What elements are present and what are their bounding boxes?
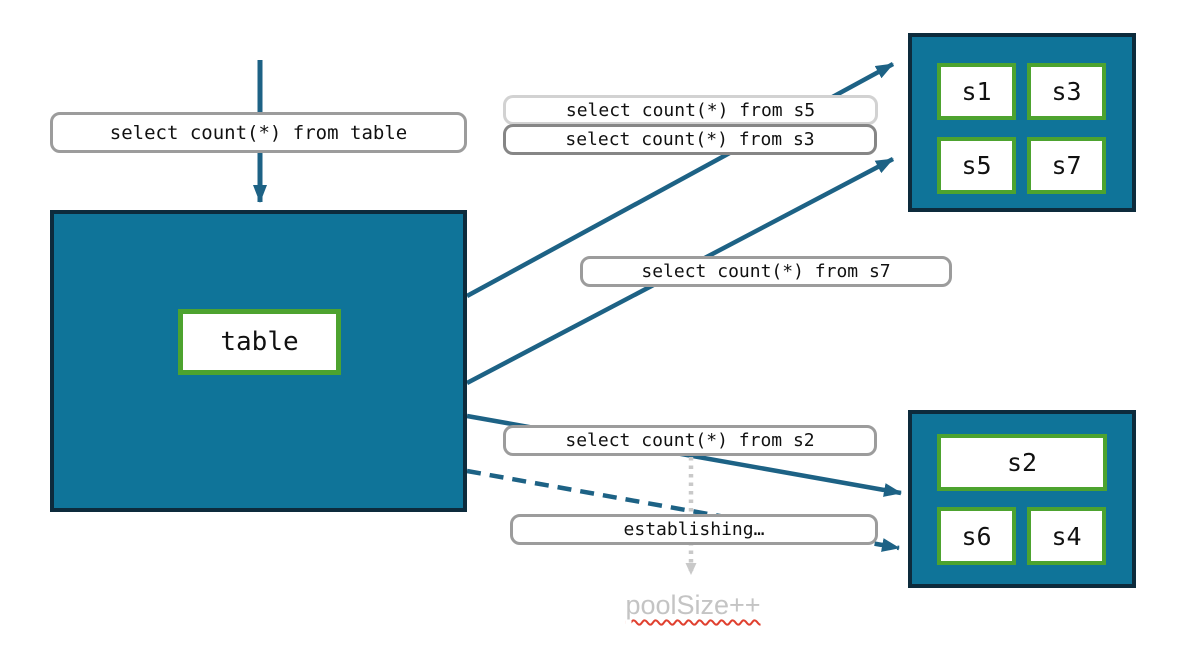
shard-s7-label: s7 xyxy=(1051,151,1082,180)
shard-s2-label: s2 xyxy=(1006,448,1038,477)
query-text-from-s2: select count(*) from s2 xyxy=(565,430,815,451)
shard-group-bottom: s2 s6 s4 xyxy=(908,410,1136,588)
status-label-establishing: establishing… xyxy=(510,514,878,545)
shard-s1: s1 xyxy=(937,63,1016,120)
table-label-text: table xyxy=(220,327,299,357)
query-label-from-s5: select count(*) from s5 xyxy=(503,95,878,125)
shard-group-top: s1 s3 s5 s7 xyxy=(908,33,1136,212)
shard-s7: s7 xyxy=(1027,137,1106,194)
shard-s6: s6 xyxy=(937,507,1016,565)
shard-s4: s4 xyxy=(1027,507,1106,565)
shard-s1-label: s1 xyxy=(961,77,992,106)
query-text-from-table: select count(*) from table xyxy=(109,121,408,144)
shard-s5: s5 xyxy=(937,137,1016,194)
shard-s6-label: s6 xyxy=(961,521,992,551)
query-text-from-s7: select count(*) from s7 xyxy=(641,261,891,282)
shard-s2: s2 xyxy=(937,434,1107,491)
table-box: table xyxy=(50,210,467,512)
query-label-from-table: select count(*) from table xyxy=(50,112,467,153)
query-label-from-s2: select count(*) from s2 xyxy=(503,425,877,456)
status-text-establishing: establishing… xyxy=(623,519,765,540)
shard-s3: s3 xyxy=(1027,63,1106,120)
shard-s4-label: s4 xyxy=(1051,521,1082,551)
arrow-table-establishing-dashed xyxy=(466,468,900,552)
query-label-from-s7: select count(*) from s7 xyxy=(580,256,952,287)
table-label: table xyxy=(178,309,341,375)
query-text-from-s5: select count(*) from s5 xyxy=(565,99,816,121)
query-label-from-s3: select count(*) from s3 xyxy=(503,124,877,155)
pool-size-note: poolSize++ xyxy=(625,590,761,620)
query-text-from-s3: select count(*) from s3 xyxy=(565,129,815,150)
shard-s3-label: s3 xyxy=(1051,77,1082,106)
shard-s5-label: s5 xyxy=(961,151,992,180)
